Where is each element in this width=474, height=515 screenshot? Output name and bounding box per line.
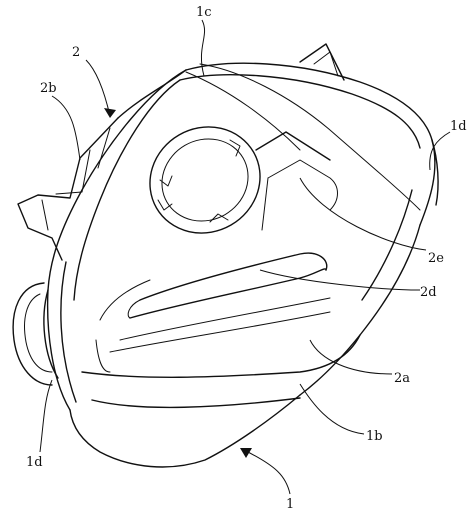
inner-bar <box>95 252 331 373</box>
label-2b: 2b <box>40 81 57 96</box>
rear-plate <box>17 43 345 261</box>
label-2: 2 <box>72 45 80 60</box>
label-1d-right: 1d <box>450 119 467 134</box>
label-1c: 1c <box>196 5 212 20</box>
top-cover <box>185 63 421 211</box>
left-side-lug <box>12 282 59 386</box>
label-2a: 2a <box>394 371 410 386</box>
arrow-1-icon <box>240 448 252 458</box>
label-1d-left: 1d <box>26 455 43 470</box>
collar-ring <box>149 126 338 234</box>
label-2e: 2e <box>428 251 444 266</box>
leader-lines <box>39 19 451 495</box>
label-1b: 1b <box>366 429 383 444</box>
arrow-2-icon <box>104 108 116 118</box>
label-2d: 2d <box>420 285 437 300</box>
housing-outline <box>46 62 439 468</box>
label-1: 1 <box>286 497 294 512</box>
